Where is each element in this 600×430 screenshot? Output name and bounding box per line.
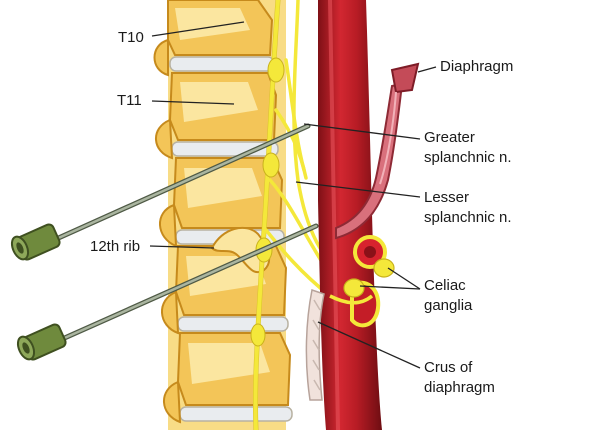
leader-lines xyxy=(149,21,437,369)
label-greater-splanchnic-line2: splanchnic n. xyxy=(424,149,512,166)
crus-of-diaphragm xyxy=(305,289,325,401)
leader-crus xyxy=(317,321,421,369)
label-12th-rib: 12th rib xyxy=(90,238,141,255)
needle-upper xyxy=(10,123,311,261)
vertebra-t11 xyxy=(168,72,278,141)
celiac-ganglia-shapes xyxy=(329,258,395,305)
twelfth-rib xyxy=(210,226,271,273)
needle-hub-lower xyxy=(16,323,67,361)
leader-t11 xyxy=(151,100,235,105)
vertebral-column xyxy=(153,0,293,430)
vertebra-l2 xyxy=(176,332,292,406)
leader-celiac-upper xyxy=(387,267,421,290)
disc-4 xyxy=(177,316,289,332)
label-crus-line2: diaphragm xyxy=(424,379,495,396)
leader-diaphragm xyxy=(417,66,437,73)
label-celiac-ganglia-line2: ganglia xyxy=(424,297,473,314)
leader-greater-splanchnic xyxy=(303,123,421,140)
needle-lower xyxy=(16,223,319,361)
leader-celiac-lower xyxy=(359,285,421,290)
label-t10: T10 xyxy=(118,29,144,46)
diaphragm-muscle xyxy=(335,62,420,240)
label-diaphragm: Diaphragm xyxy=(440,58,514,75)
label-celiac-ganglia-line1: Celiac xyxy=(424,277,466,294)
spinous-processes xyxy=(153,38,182,424)
label-greater-splanchnic-line1: Greater xyxy=(424,129,475,146)
leader-t10 xyxy=(151,21,245,37)
label-lesser-splanchnic-line2: splanchnic n. xyxy=(424,209,512,226)
leader-lesser-splanchnic xyxy=(295,181,421,198)
leader-12th-rib xyxy=(149,245,215,249)
disc-1 xyxy=(169,56,275,72)
label-lesser-splanchnic-line1: Lesser xyxy=(424,189,470,206)
needle-hub-upper xyxy=(10,223,61,261)
disc-5 xyxy=(179,406,293,422)
vertebra-t10 xyxy=(167,0,274,56)
aorta-highlight xyxy=(328,0,340,430)
label-t11: T11 xyxy=(117,92,142,109)
label-crus-line1: Crus of xyxy=(424,359,473,376)
